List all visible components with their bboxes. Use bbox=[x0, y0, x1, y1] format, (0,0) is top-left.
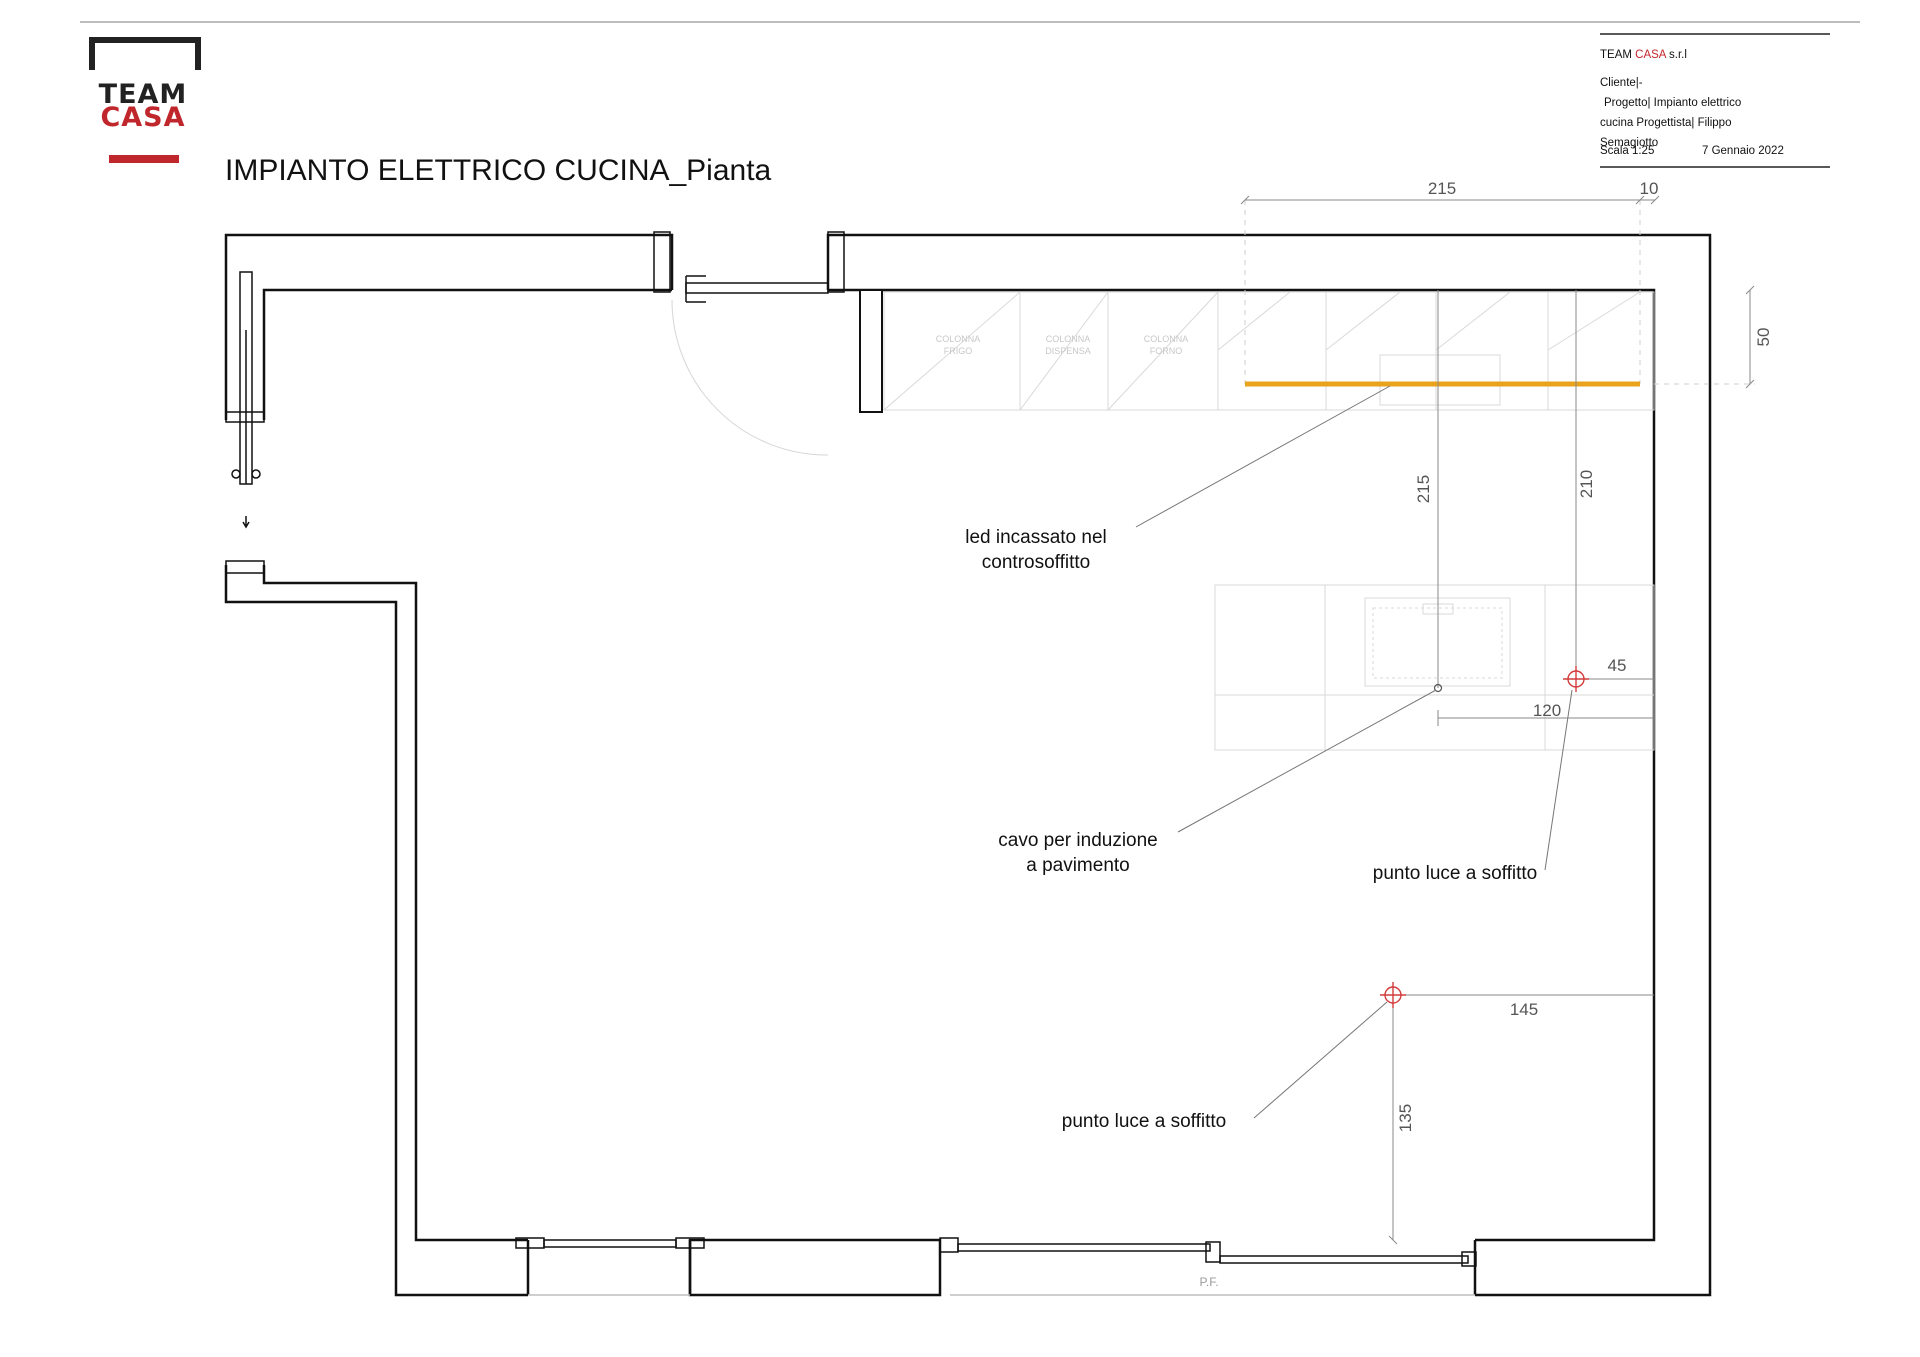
col-frigo-label-b: FRIGO bbox=[944, 346, 973, 356]
reference-lines bbox=[1244, 200, 1755, 385]
logo-team-text: TEAM bbox=[99, 79, 188, 110]
dim-vertical-led-2: 210 bbox=[1577, 470, 1596, 498]
door-leaf bbox=[685, 282, 829, 294]
dim-ticks-top bbox=[1240, 195, 1660, 205]
door-jamb-left bbox=[653, 231, 671, 293]
door-hinge bbox=[685, 275, 706, 303]
wall-outer-right bbox=[826, 233, 1712, 1297]
col-dispensa-label-b: DISPENSA bbox=[1045, 346, 1091, 356]
door-diagonal-2 bbox=[1019, 291, 1109, 411]
door-diagonal-6 bbox=[1435, 291, 1511, 351]
col-forno-label-b: FORNO bbox=[1150, 346, 1183, 356]
dim-tick-light bbox=[1388, 1235, 1398, 1245]
leader-light-bottom bbox=[1253, 1001, 1388, 1119]
door-diagonal-1 bbox=[883, 291, 1021, 411]
window-right-leaf-a bbox=[957, 1243, 1211, 1252]
label-light-right: punto luce a soffitto bbox=[1373, 863, 1537, 884]
company-prefix: TEAM bbox=[1600, 49, 1635, 61]
window-right-jamb-a bbox=[939, 1237, 959, 1253]
window-right-leaf-b bbox=[1219, 1255, 1469, 1264]
left-window-hinge-1 bbox=[231, 469, 241, 479]
wall-top-left-outer bbox=[224, 233, 674, 420]
door-diagonal-3 bbox=[1107, 291, 1219, 411]
column-labels: COLONNA FRIGO COLONNA DISPENSA COLONNA F… bbox=[936, 334, 1189, 356]
leader-lines bbox=[1135, 385, 1573, 1119]
drawing-title: IMPIANTO ELETTRICO CUCINA_Pianta bbox=[225, 154, 772, 187]
left-window-hinge-2 bbox=[251, 469, 261, 479]
logo-casa-text: CASA bbox=[100, 102, 185, 133]
ceiling-light-icon bbox=[1563, 666, 1589, 692]
label-led-line2: controsoffitto bbox=[982, 552, 1090, 573]
dim-top-small: 10 bbox=[1640, 179, 1659, 198]
label-led-line1: led incassato nel bbox=[965, 527, 1107, 548]
dim-socket-width: 120 bbox=[1533, 701, 1561, 720]
door-diagonal-4 bbox=[1217, 291, 1291, 351]
annotation-labels: led incassato nel controsoffitto cavo pe… bbox=[965, 527, 1537, 1132]
title-block-cliente: Cliente|- bbox=[1600, 77, 1643, 89]
dim-right-depth: 50 bbox=[1754, 328, 1773, 347]
dimension-texts: 215 10 50 215 210 45 120 145 135 bbox=[1396, 179, 1773, 1132]
title-block-progettista: cucina Progettista| Filippo bbox=[1600, 117, 1731, 129]
title-block-data: 7 Gennaio 2022 bbox=[1702, 145, 1784, 157]
title-block-company: TEAM CASA s.r.l bbox=[1600, 49, 1687, 61]
island-outline bbox=[1214, 584, 1655, 751]
electrical-points bbox=[1380, 666, 1589, 1008]
title-block-scala: Scala 1:25 bbox=[1600, 145, 1654, 157]
window-right-jamb-b bbox=[1461, 1251, 1477, 1267]
wall-left-outer bbox=[224, 565, 528, 1297]
ceiling-light-icon bbox=[1380, 982, 1406, 1008]
cabinet-side-panel bbox=[859, 289, 883, 413]
dim-vertical-led-1: 215 bbox=[1414, 475, 1433, 503]
title-block-progettista-cont: Semagiotto bbox=[1600, 137, 1658, 149]
door-jamb-right bbox=[827, 231, 845, 293]
door-diagonal-5 bbox=[1325, 291, 1401, 351]
walls bbox=[224, 233, 1712, 1297]
company-accent: CASA bbox=[1635, 49, 1667, 61]
team-casa-logo: TEAM CASA bbox=[89, 37, 201, 163]
window-left-leaf bbox=[543, 1239, 677, 1248]
door-diagonal-7 bbox=[1547, 291, 1641, 351]
window-right-hinge bbox=[1205, 1241, 1221, 1263]
col-dispensa-label-a: COLONNA bbox=[1046, 334, 1091, 344]
col-frigo-label-a: COLONNA bbox=[936, 334, 981, 344]
wall-top-left-inner bbox=[262, 288, 672, 420]
title-block-progetto: Progetto| Impianto elettrico bbox=[1604, 97, 1741, 109]
label-light-bottom: punto luce a soffitto bbox=[1062, 1111, 1226, 1132]
induction-cable-point bbox=[1433, 683, 1443, 693]
company-suffix: s.r.l bbox=[1666, 49, 1687, 61]
col-forno-label-a: COLONNA bbox=[1144, 334, 1189, 344]
wall-inner-right bbox=[828, 288, 1656, 1242]
left-window-top-sill bbox=[225, 411, 265, 423]
wall-bottom-jambs bbox=[526, 1240, 692, 1295]
wall-units-outline bbox=[883, 291, 1655, 411]
dim-light-offset: 145 bbox=[1510, 1000, 1538, 1019]
top-door bbox=[653, 231, 845, 456]
wall-unit-cutout bbox=[1379, 354, 1501, 406]
dim-ticks-right bbox=[1745, 285, 1755, 389]
title-block: TEAM CASA s.r.l Cliente|- Progetto| Impi… bbox=[1600, 33, 1830, 168]
floor-marker: P.F. bbox=[1199, 1275, 1218, 1289]
logo-frame bbox=[89, 37, 201, 70]
leader-cable bbox=[1177, 689, 1437, 833]
logo-red-bar bbox=[109, 155, 179, 163]
door-swing-arc bbox=[671, 299, 829, 456]
dim-socket-offset: 45 bbox=[1608, 656, 1627, 675]
label-cable-line2: a pavimento bbox=[1026, 855, 1130, 876]
left-window-bottom-sill bbox=[225, 560, 265, 574]
leader-led bbox=[1135, 385, 1391, 528]
wall-bottom-pier bbox=[688, 1238, 942, 1297]
dim-top-width: 215 bbox=[1428, 179, 1456, 198]
label-cable-line1: cavo per induzione bbox=[998, 830, 1158, 851]
leader-light-right bbox=[1544, 689, 1573, 871]
left-window-arrowhead bbox=[242, 521, 250, 529]
wall-left-inner bbox=[262, 565, 528, 1242]
dim-light-height: 135 bbox=[1396, 1104, 1415, 1132]
left-window bbox=[225, 271, 265, 574]
dimension-lines bbox=[1240, 195, 1755, 1245]
induction-hob-grid bbox=[1372, 607, 1503, 679]
kitchen-furniture bbox=[883, 291, 1655, 751]
bottom-openings bbox=[515, 1237, 1477, 1296]
